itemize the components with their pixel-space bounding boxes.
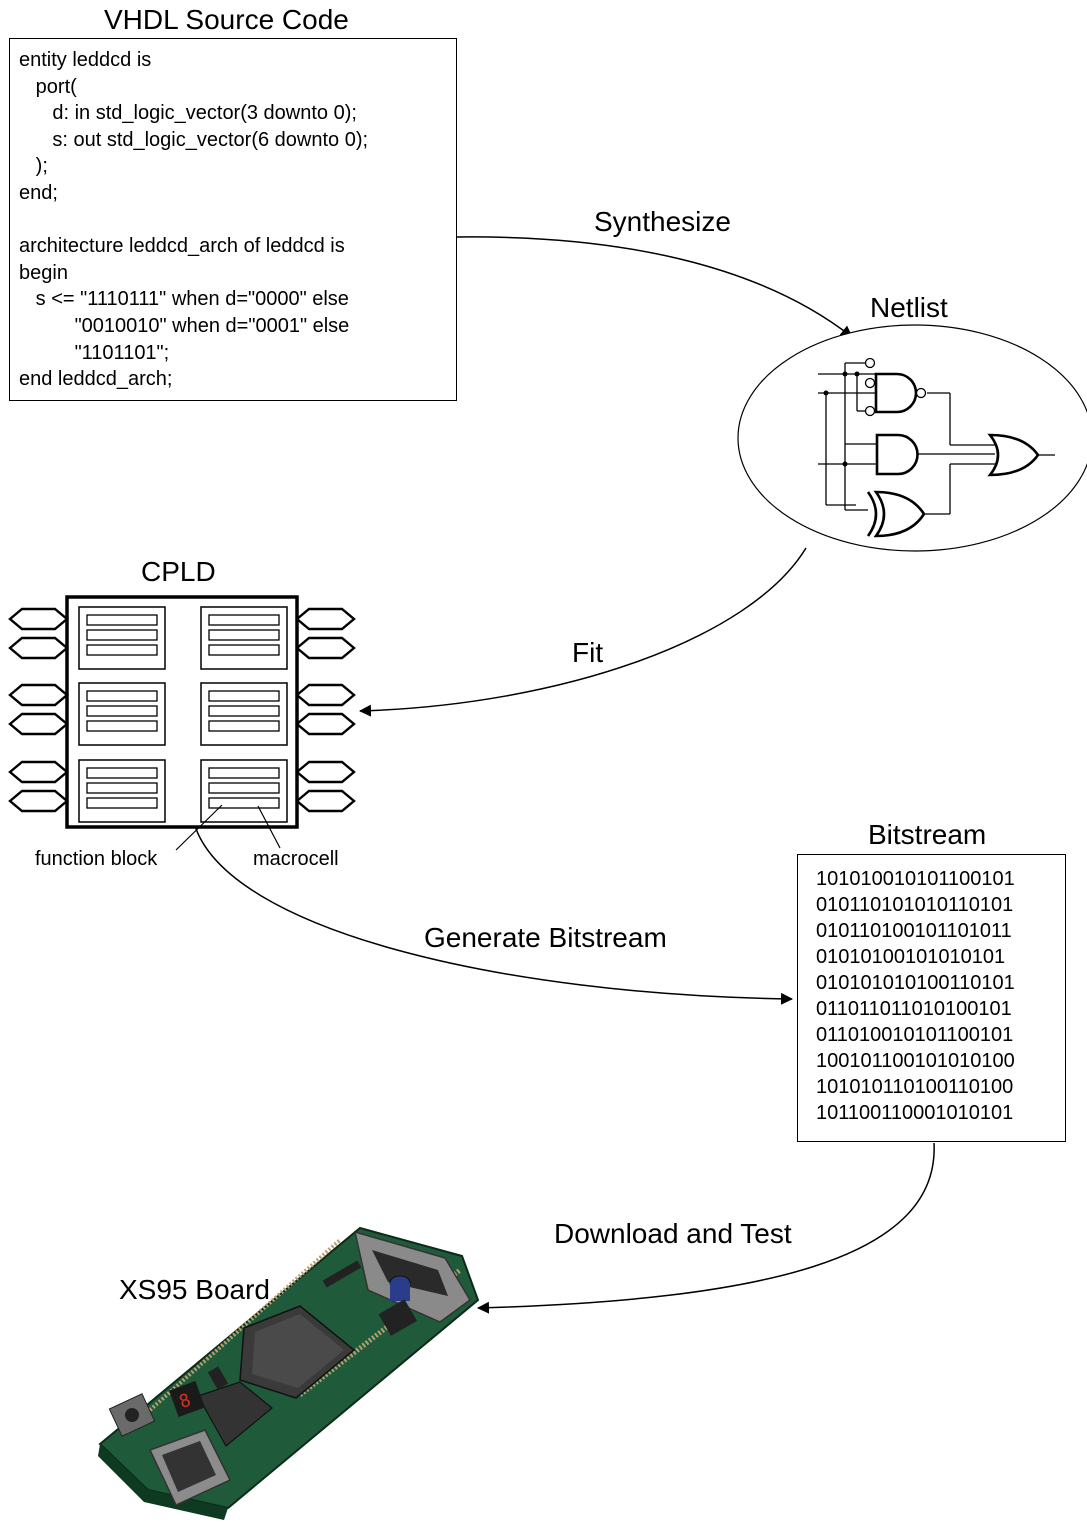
vhdl-code-line: end; (19, 181, 58, 204)
macrocell (208, 797, 280, 809)
macrocell (86, 644, 158, 656)
bitstream-line: 101100110001010101 (816, 1102, 1014, 1124)
xs95-board-title: XS95 Board (119, 1274, 270, 1305)
cpld-pin-right (295, 712, 356, 736)
cpld-pin-left (8, 760, 69, 784)
cpld-pin-left (8, 607, 69, 631)
download-arrow (477, 1142, 935, 1314)
vhdl-code-line (19, 207, 456, 234)
macrocell (86, 797, 158, 809)
vhdl-code-line: s <= "1110111" when d="0000" else (19, 288, 349, 311)
cpld-pin-right (295, 607, 356, 631)
synthesize-label: Synthesize (594, 206, 731, 237)
macrocell (208, 782, 280, 794)
function-block (78, 606, 166, 670)
macrocell (208, 705, 280, 717)
generate-bitstream-arrow (194, 825, 793, 1005)
cpld-pin-left (8, 712, 69, 736)
bitstream-line: 101010110100110100 (816, 1076, 1014, 1098)
xs95-board-image: 8 (98, 1226, 480, 1520)
macrocell (86, 782, 158, 794)
macrocell (208, 767, 280, 779)
macrocell (86, 690, 158, 702)
bitstream-line: 01010100101010101 (816, 946, 1006, 968)
bitstream-line: 101010010101100101 (816, 868, 1015, 890)
macrocell (208, 644, 280, 656)
macrocell-label: macrocell (253, 848, 339, 870)
macrocell (86, 720, 158, 732)
vhdl-code-line: s: out std_logic_vector(6 downto 0); (19, 128, 369, 151)
cpld-pin-right (295, 760, 356, 784)
bitstream-box: 101010010101100101 010110101010110101 0101… (797, 854, 1066, 1142)
bitstream-line: 011010010101100101 (816, 1024, 1014, 1046)
fit-label: Fit (572, 637, 604, 668)
bitstream-title: Bitstream (868, 819, 987, 850)
cpld-pin-right (295, 683, 356, 707)
bitstream-line: 010110100101101011 (816, 920, 1012, 942)
function-block (78, 682, 166, 746)
macrocell (208, 720, 280, 732)
vhdl-code-line: "1101101"; (19, 341, 170, 364)
bitstream-line: 010101010100110101 (816, 972, 1015, 994)
vhdl-code-line: "0010010" when d="0001" else (19, 314, 350, 337)
fit-arrow (359, 547, 807, 717)
generate-bitstream-label: Generate Bitstream (424, 922, 667, 953)
macrocell (86, 614, 158, 626)
macrocell (208, 690, 280, 702)
function-block (200, 682, 288, 746)
macrocell (86, 705, 158, 717)
vhdl-code-line: ); (19, 155, 48, 178)
bitstream-line: 100101100101010100 (816, 1050, 1015, 1072)
netlist-title: Netlist (870, 292, 948, 323)
vhdl-code-line: begin (19, 261, 68, 284)
cpld-pin-right (295, 789, 356, 813)
vhdl-code-line: port( (19, 75, 77, 98)
synthesize-arrow (456, 236, 853, 338)
macrocell (86, 767, 158, 779)
macrocell (208, 629, 280, 641)
bitstream-line: 010110101010110101 (816, 894, 1014, 916)
macrocell (208, 614, 280, 626)
function-block-label: function block (35, 848, 158, 870)
cpld-pin-left (8, 636, 69, 660)
cpld-chip (8, 595, 356, 851)
function-block (78, 759, 166, 823)
vhdl-code-line: d: in std_logic_vector(3 downto 0); (19, 102, 357, 125)
vhdl-code-line: entity leddcd is (19, 49, 152, 71)
netlist-ellipse (737, 324, 1087, 552)
cpld-title: CPLD (141, 556, 216, 587)
macrocell (86, 629, 158, 641)
download-and-test-label: Download and Test (554, 1218, 792, 1249)
cpld-pin-right (295, 636, 356, 660)
bitstream-line: 011011011010100101 (816, 998, 1012, 1020)
cpld-pin-left (8, 683, 69, 707)
vhdl-title: VHDL Source Code (104, 4, 349, 35)
vhdl-code-line: architecture leddcd_arch of leddcd is (19, 235, 345, 258)
vhdl-code-box: entity leddcd is port( d: in std_logic_v… (9, 38, 457, 401)
vhdl-code-line: end leddcd_arch; (19, 368, 173, 391)
cpld-pin-left (8, 789, 69, 813)
function-block (200, 606, 288, 670)
